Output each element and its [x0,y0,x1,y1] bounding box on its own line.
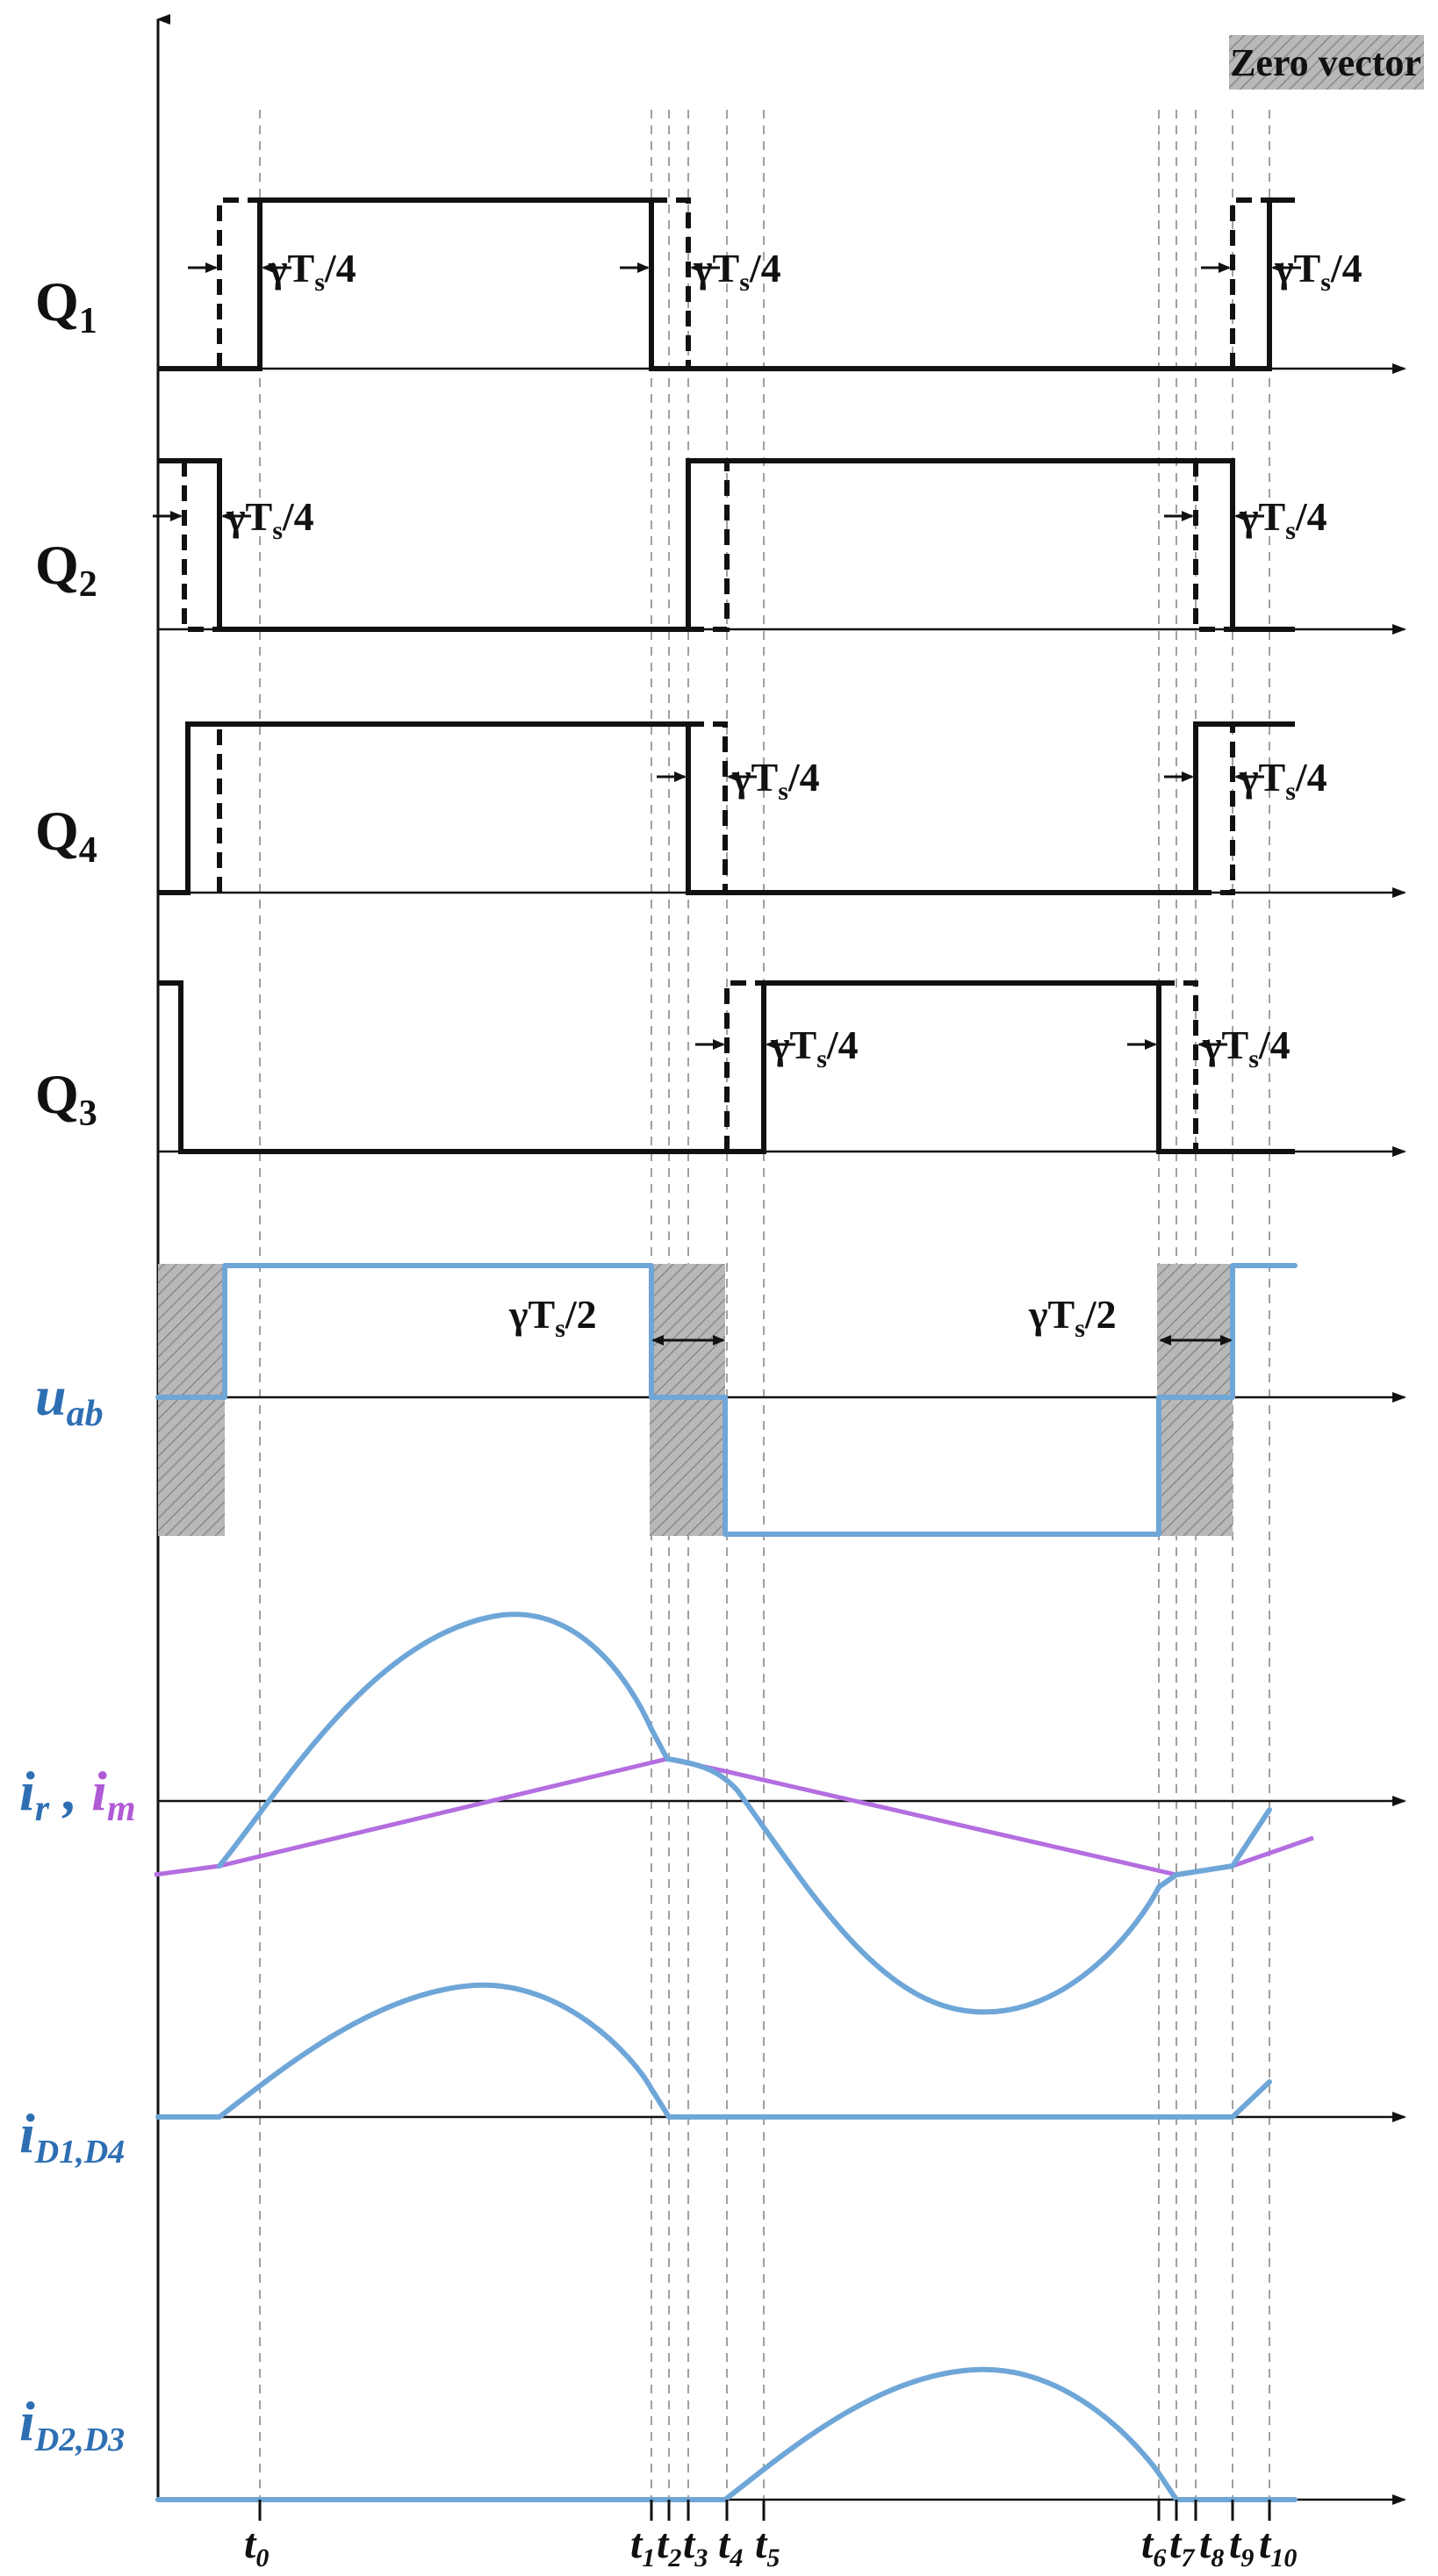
uab-waveform [155,1263,1298,1537]
label-id1-d4: iD1,D4 [19,2102,125,2171]
id1-d4-waveform [155,1982,1272,2120]
time-label-t9: t9 [1229,2521,1254,2572]
q2-dashed-falling-edge [182,461,219,632]
time-label-t10: t10 [1259,2521,1297,2572]
current-waveforms [154,1263,1314,2502]
time-label-t1: t1 [630,2521,655,2572]
q3-deadtime-1-label: γTs/4 [770,1023,859,1073]
q4-dashed-rising-edge-2 [1196,724,1235,895]
zero-vector-label: Zero vector [1230,41,1421,84]
im-waveform [154,1756,1314,1877]
q3-deadtime-2-label: γTs/4 [1202,1023,1291,1073]
q4-solid-waveform [158,721,1295,895]
q2-solid-waveform [158,458,1295,632]
time-label-t3: t3 [683,2521,708,2572]
id2-d3-waveform [155,2366,1298,2502]
label-ir-im: ir , im [19,1760,136,1829]
q3-dashed-rising-edge [724,980,764,1152]
time-label-t6: t6 [1141,2521,1166,2572]
label-uab: uab [35,1365,104,1434]
q2-deadtime-1-label: γTs/4 [226,494,314,545]
ir-waveform [217,1611,1272,2015]
dimension-arrows: γTs/4 γTs/4 γTs/4 γTs/4 γTs/4 γTs/4 γTs/4 γTs/4… [153,246,1363,1345]
uab-zero-vector-2-label: γTs/2 [1028,1292,1117,1343]
q4-deadtime-2-label: γTs/4 [1239,755,1327,806]
label-id2-d3: iD2,D3 [19,2390,125,2458]
time-label-t4: t4 [718,2521,743,2572]
label-q1: Q1 [35,270,97,341]
q2-deadtime-2-label: γTs/4 [1239,494,1327,545]
gate-waveforms [158,197,1295,1154]
q3-dashed-falling-edge-2 [1159,980,1198,1152]
time-guides [259,110,1270,2500]
q4-deadtime-1-label: γTs/4 [731,755,820,806]
q1-solid-waveform [158,197,1295,371]
q1-deadtime-2-label: γTs/4 [693,246,781,297]
time-label-t2: t2 [657,2521,681,2572]
uab-zero-vector-1-label: γTs/2 [508,1292,597,1343]
q1-deadtime-1-label: γTs/4 [268,246,356,297]
q4-dashed-falling-edge [688,721,728,893]
time-label-t7: t7 [1169,2521,1195,2572]
q1-deadtime-3-label: γTs/4 [1274,246,1363,297]
label-q2: Q2 [35,534,97,605]
time-label-t0: t0 [244,2521,269,2572]
label-q3: Q3 [35,1063,97,1134]
q2-dashed-rising-edge [688,461,730,632]
q1-dashed-falling-edge [651,197,691,369]
zero-vector-swatch [1229,35,1424,90]
q1-dashed-leading-edge [217,197,260,369]
time-label-t5: t5 [755,2521,780,2572]
zero-vector-legend: Zero vector [1229,35,1424,90]
label-q4: Q4 [35,800,97,871]
q2-dashed-falling-edge-2 [1193,461,1233,632]
time-label-t8: t8 [1199,2521,1224,2572]
q1-dashed-rising-edge [1230,197,1269,369]
